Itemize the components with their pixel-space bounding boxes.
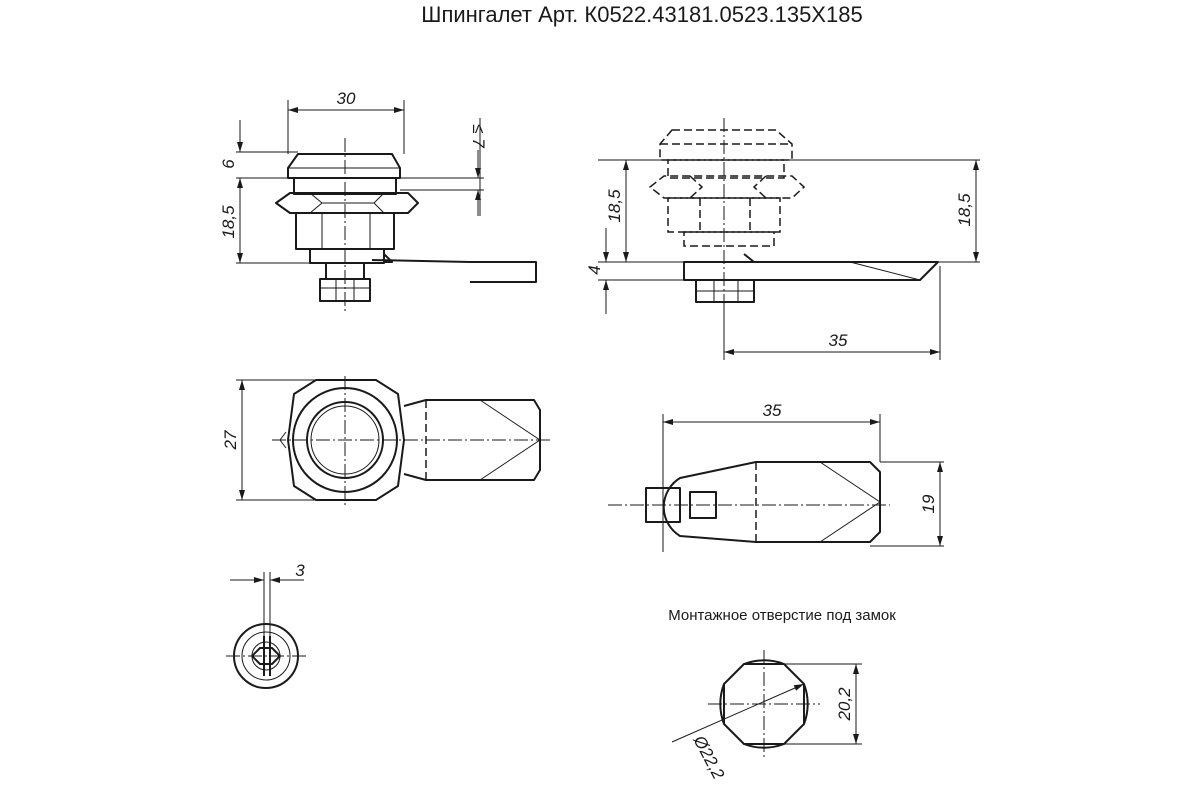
mounting-hole-view bbox=[671, 650, 862, 760]
dim-front-panel-max: ≤ 7 bbox=[469, 124, 488, 148]
dim-front-top-height: 6 bbox=[219, 159, 238, 169]
dim-hole-diameter: Ø22,2 bbox=[689, 732, 728, 783]
side-view bbox=[598, 118, 980, 360]
dim-key-slot: 3 bbox=[295, 561, 305, 580]
dim-cam-width: 19 bbox=[919, 494, 938, 513]
dim-hole-flat: 20,2 bbox=[835, 687, 854, 722]
dim-side-cam-length: 35 bbox=[829, 331, 848, 350]
dim-cam-length: 35 bbox=[763, 401, 782, 420]
dim-side-cam-thickness: 4 bbox=[585, 265, 604, 274]
cam-view bbox=[608, 414, 944, 552]
dim-front-body-height: 18,5 bbox=[219, 205, 238, 239]
dim-front-width: 30 bbox=[337, 89, 356, 108]
drawing-title: Шпингалет Арт. К0522.43181.0523.135Х185 bbox=[421, 2, 862, 27]
top-view bbox=[236, 376, 552, 506]
dim-side-body-height-left: 18,5 bbox=[605, 189, 624, 223]
dim-side-body-height-right: 18,5 bbox=[955, 193, 974, 227]
front-view bbox=[236, 100, 537, 312]
dim-top-width: 27 bbox=[221, 430, 240, 450]
mounting-hole-caption: Монтажное отверстие под замок bbox=[668, 607, 896, 624]
key-view bbox=[226, 572, 306, 689]
